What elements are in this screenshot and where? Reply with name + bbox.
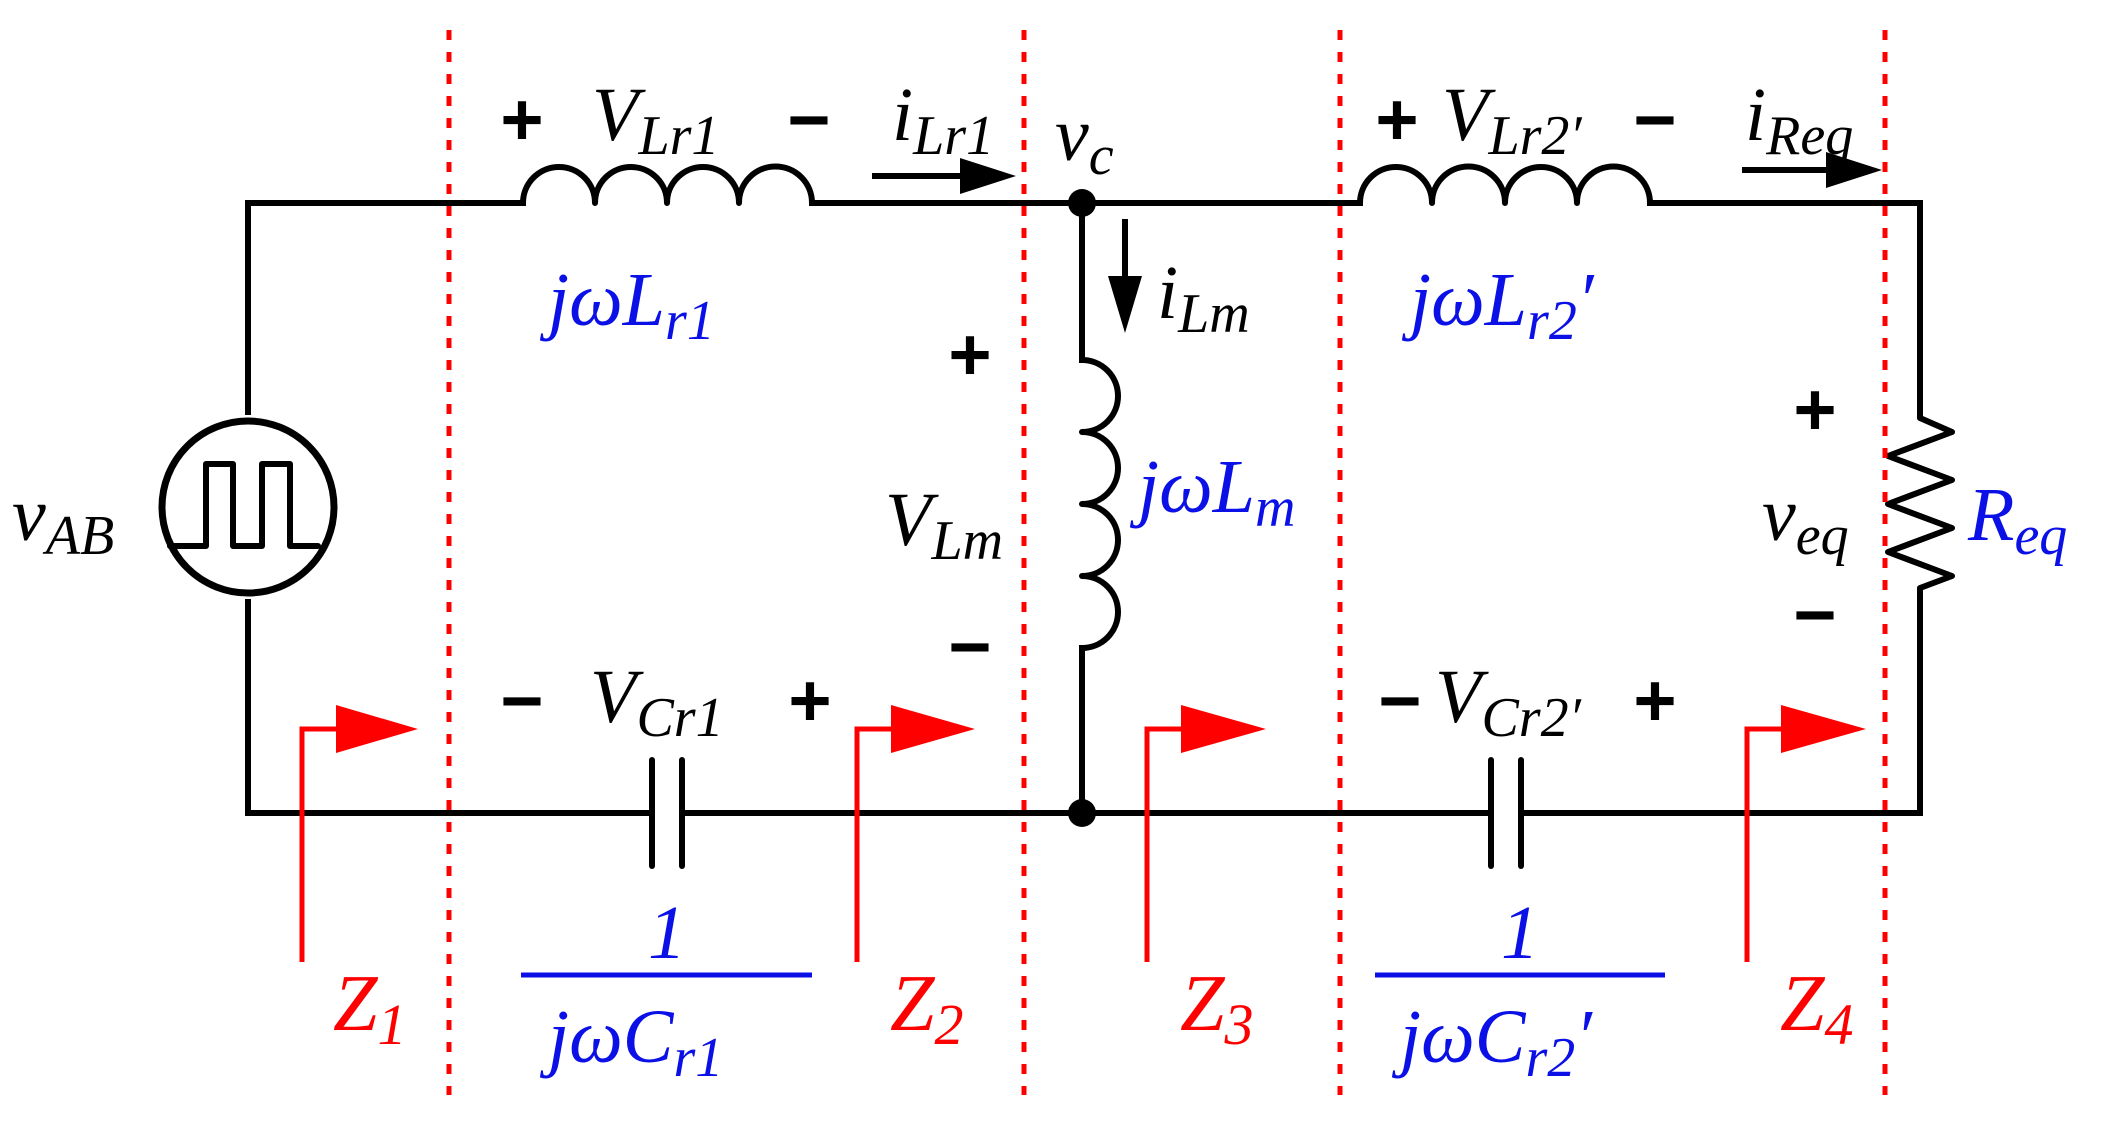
impedance-cr2-numerator: 1 <box>1501 891 1539 975</box>
label-vcr1: VCr1 <box>590 655 724 749</box>
arrow-ireq-icon <box>1742 152 1882 188</box>
label-vab: vAB <box>12 473 114 567</box>
sign-vcr1-minus: − <box>500 659 543 742</box>
port-arrow-z1-icon <box>299 705 418 962</box>
impedance-lr1: jωLr1 <box>539 258 715 352</box>
resistor-req-icon <box>1885 407 1955 601</box>
capacitor-cr2-icon <box>1488 757 1524 869</box>
arrow-ilm-icon <box>1108 219 1142 333</box>
impedance-req: Req <box>1967 473 2067 567</box>
inductor-lr1-icon <box>520 163 815 206</box>
port-label-z2: Z2 <box>890 960 964 1057</box>
label-vc: vc <box>1055 93 1114 187</box>
inductor-lm-icon <box>1079 357 1121 651</box>
label-veq: veq <box>1762 473 1849 567</box>
sign-vlm-minus: − <box>948 605 991 688</box>
impedance-lr2: jωLr2′ <box>1401 258 1595 352</box>
node-vc-dot <box>1068 189 1096 217</box>
port-label-z1: Z1 <box>333 960 407 1057</box>
label-vlr2: VLr2′ <box>1442 73 1582 167</box>
label-ilr1: iLr1 <box>892 73 994 167</box>
sign-veq-minus: − <box>1793 573 1836 656</box>
port-arrow-z4-icon <box>1744 705 1866 962</box>
label-ireq: iReq <box>1745 73 1853 167</box>
sign-vlr1-plus: + <box>500 78 543 161</box>
sign-veq-plus: + <box>1793 368 1836 451</box>
label-vlm: VLm <box>885 478 1003 572</box>
impedance-cr1-numerator: 1 <box>648 891 686 975</box>
impedance-lm: jωLm <box>1129 445 1296 539</box>
wire-left-top <box>245 200 526 415</box>
port-arrow-z2-icon <box>854 705 975 962</box>
label-ilm: iLm <box>1157 251 1250 345</box>
arrow-ilr1-icon <box>872 158 1016 194</box>
sign-vcr2-minus: − <box>1378 659 1421 742</box>
sign-vcr2-plus: + <box>1633 659 1676 742</box>
port-arrow-z3-icon <box>1144 705 1266 962</box>
sign-vlr2-plus: + <box>1375 78 1418 161</box>
capacitor-cr1-icon <box>649 757 685 869</box>
polarity-signs: + − + − + − − + − + + − <box>500 78 1836 742</box>
inductor-lr2-icon <box>1357 163 1653 206</box>
impedance-cr1-denominator: jωCr1 <box>539 995 723 1089</box>
square-wave-source-icon <box>158 417 338 597</box>
sign-vcr1-plus: + <box>788 659 831 742</box>
wire-left-bottom <box>245 599 655 816</box>
sign-vlm-plus: + <box>948 313 991 396</box>
node-bottom-dot <box>1068 799 1096 827</box>
label-vcr2: VCr2′ <box>1435 655 1582 749</box>
wire-right-top <box>1647 200 1923 413</box>
label-vlr1: VLr1 <box>592 73 719 167</box>
port-label-z4: Z4 <box>1780 960 1854 1057</box>
sign-vlr2-minus: − <box>1633 78 1676 161</box>
impedance-cr2-denominator: jωCr2′ <box>1391 995 1593 1089</box>
port-label-z3: Z3 <box>1180 960 1254 1057</box>
sign-vlr1-minus: − <box>787 78 830 161</box>
section-boundaries <box>446 30 1888 1095</box>
